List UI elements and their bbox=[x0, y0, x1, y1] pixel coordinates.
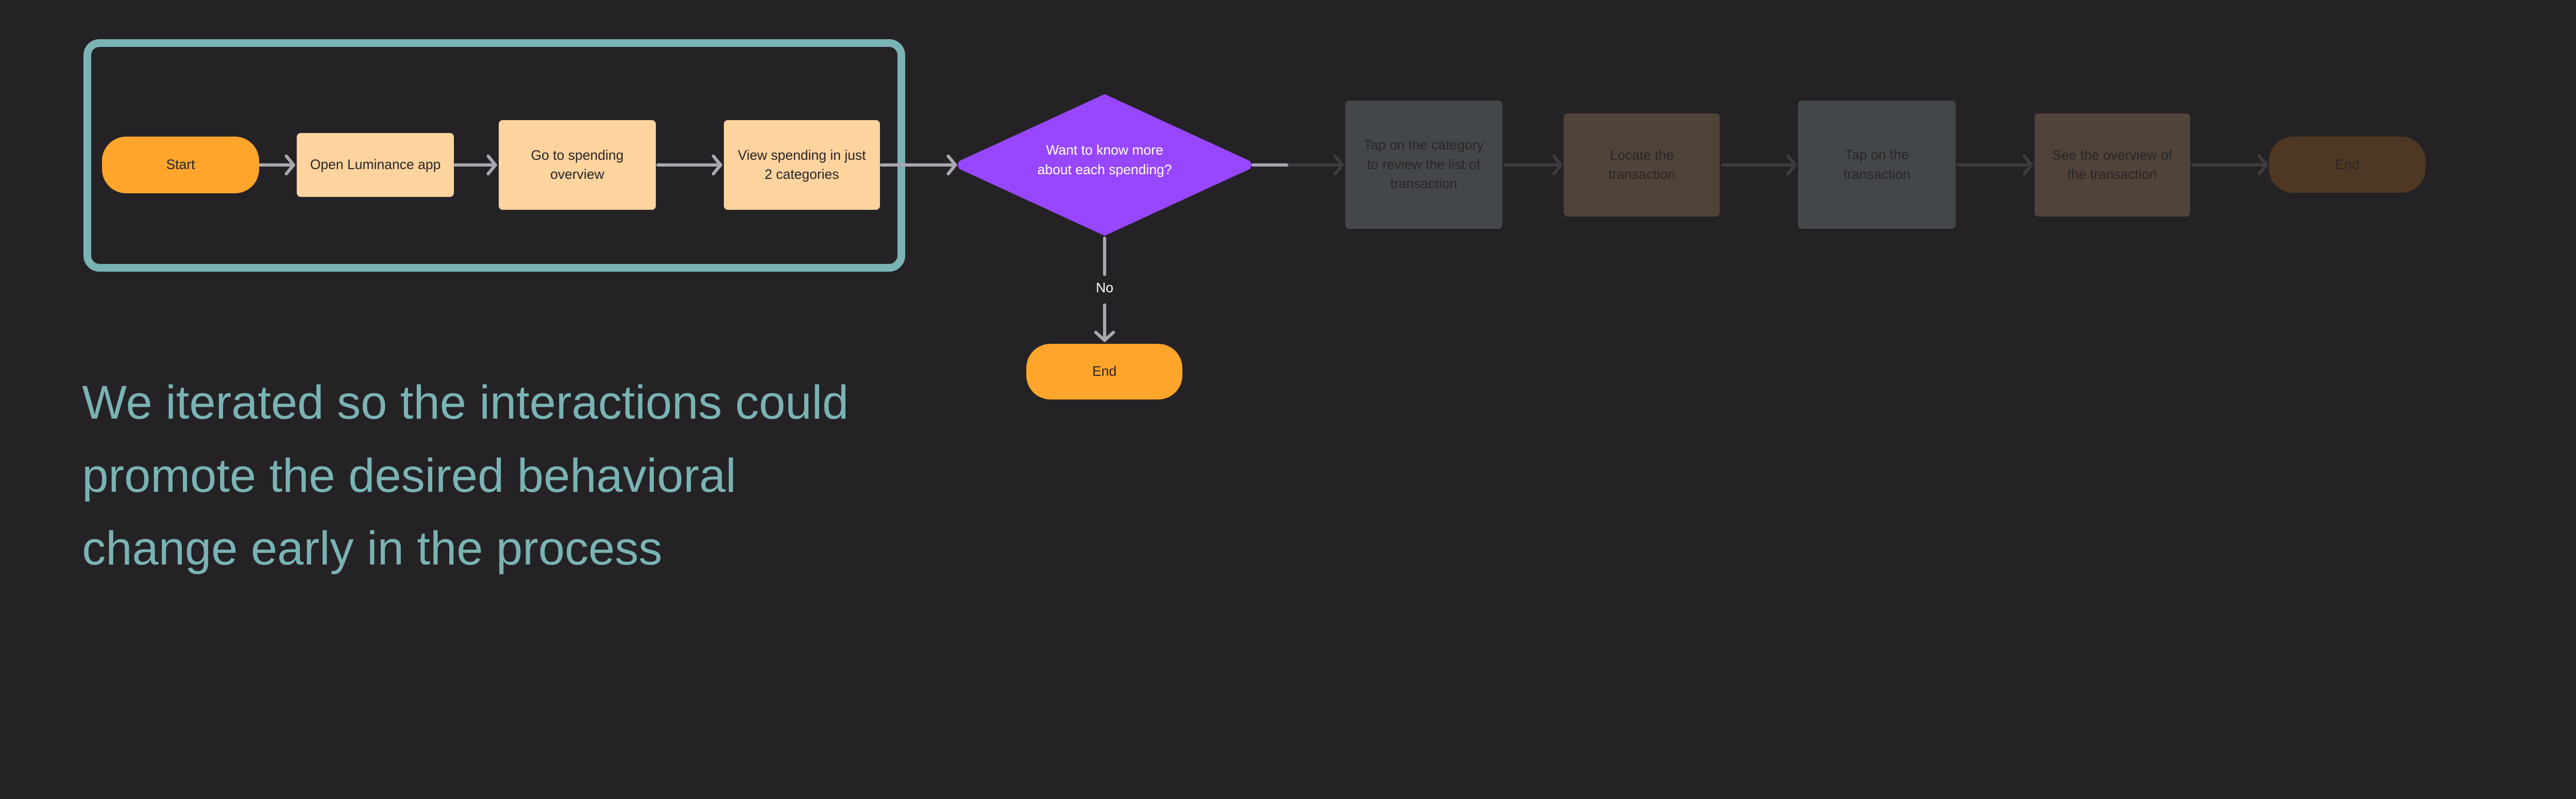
start-node: Start bbox=[102, 137, 259, 193]
highlight-frame bbox=[83, 39, 905, 272]
no-label: No bbox=[1096, 280, 1114, 296]
step-label: Open Luminance app bbox=[310, 157, 441, 173]
headline-line: promote the desired behavioral bbox=[82, 448, 736, 502]
step-spending-overview: Go to spending overview bbox=[498, 120, 656, 210]
arrowhead bbox=[2257, 154, 2268, 176]
arrowhead bbox=[2022, 154, 2033, 176]
start-label: Start bbox=[166, 157, 195, 173]
step-label: View spending in just 2 categories bbox=[738, 147, 866, 182]
decision-diamond bbox=[958, 94, 1251, 236]
step-view-categories: View spending in just 2 categories bbox=[723, 120, 880, 210]
headline: We iterated so the interactions could pr… bbox=[82, 366, 1047, 585]
arrowhead bbox=[1552, 154, 1563, 176]
headline-line: We iterated so the interactions could bbox=[82, 376, 849, 429]
arrowhead bbox=[486, 154, 497, 176]
step-label: Go to spending overview bbox=[531, 147, 624, 182]
step-label: Tap on the category to review the list o… bbox=[1363, 137, 1484, 192]
arrowhead bbox=[711, 154, 722, 176]
arrowhead bbox=[946, 154, 957, 176]
faded-step-tap-transaction: Tap on the transaction bbox=[1798, 101, 1956, 229]
faded-step-tap-category: Tap on the category to review the list o… bbox=[1345, 101, 1502, 229]
faded-step-locate: Locate the transaction bbox=[1564, 113, 1720, 217]
decision-label: Want to know more about each spending? bbox=[1037, 142, 1172, 177]
step-label: Locate the transaction bbox=[1608, 147, 1675, 182]
faded-end-node: End bbox=[2269, 137, 2426, 193]
arrowhead bbox=[1333, 154, 1344, 176]
step-label: See the overview of the transaction bbox=[2052, 147, 2173, 182]
connectors bbox=[258, 94, 2268, 342]
arrowhead bbox=[284, 154, 295, 176]
faded-step-see-overview: See the overview of the transaction bbox=[2034, 113, 2190, 217]
arrowhead bbox=[1094, 330, 1115, 342]
step-open-app: Open Luminance app bbox=[297, 132, 454, 197]
end-node: End bbox=[1026, 343, 1183, 400]
step-label: Tap on the transaction bbox=[1843, 147, 1910, 182]
headline-line: change early in the process bbox=[82, 521, 663, 575]
arrowhead bbox=[1786, 154, 1797, 176]
end-label: End bbox=[2335, 156, 2360, 172]
end-label: End bbox=[1092, 363, 1117, 379]
